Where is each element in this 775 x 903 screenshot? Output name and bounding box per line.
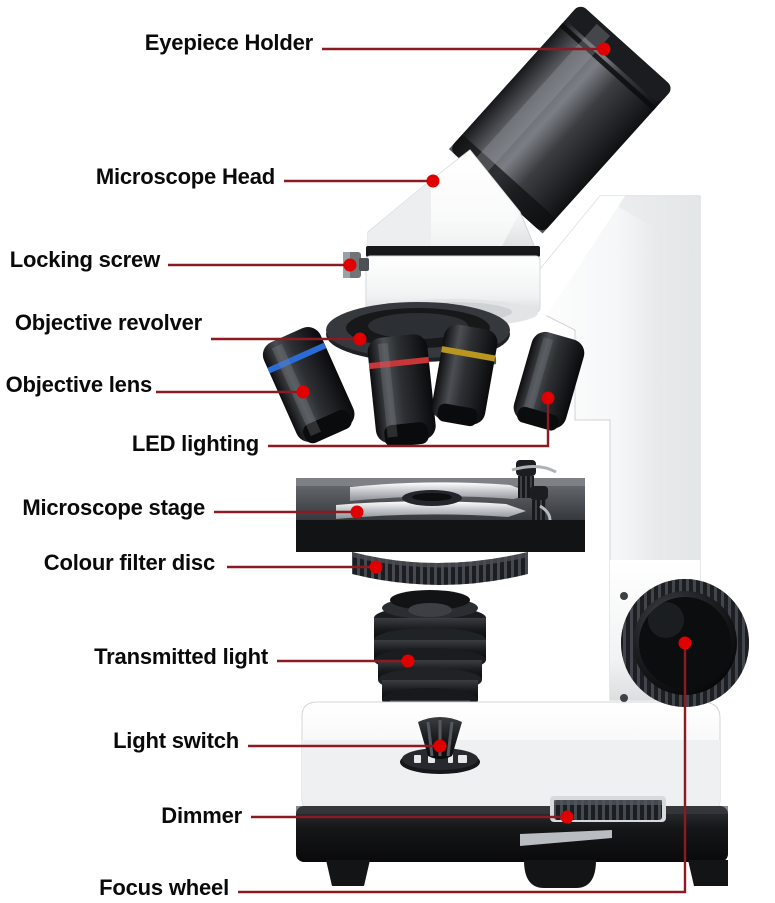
label-eyepiece-holder: Eyepiece Holder (144, 30, 313, 55)
stage-adjust-screws[interactable] (511, 460, 557, 521)
leader-lines-group (156, 42, 692, 894)
dimmer-wheel[interactable] (550, 796, 666, 822)
marker-dot-microscope-stage (350, 505, 364, 519)
objective-lens-blue[interactable] (258, 323, 359, 449)
marker-dot-eyepiece-holder (597, 42, 611, 56)
marker-dot-objective-revolver (353, 332, 367, 346)
led-lighting-lamp (513, 331, 585, 431)
marker-dot-microscope-head (426, 174, 440, 188)
objective-lens-red[interactable] (366, 333, 437, 449)
label-microscope-stage: Microscope stage (22, 495, 205, 520)
marker-dot-locking-screw (343, 258, 357, 272)
label-locking-screw: Locking screw (9, 247, 160, 272)
stage-specimen-clips[interactable] (336, 482, 532, 519)
objective-lens-yellow[interactable] (429, 323, 499, 429)
marker-dot-light-switch (433, 739, 447, 753)
label-transmitted-light: Transmitted light (94, 644, 268, 669)
marker-dot-objective-lens (296, 385, 310, 399)
leader-line-focus-wheel (238, 643, 687, 894)
label-light-switch: Light switch (113, 728, 239, 753)
marker-dot-dimmer (560, 810, 574, 824)
leader-line-led-lighting (268, 398, 550, 448)
marker-dot-focus-wheel (678, 636, 692, 650)
label-focus-wheel: Focus wheel (99, 875, 229, 900)
marker-dot-transmitted-light (401, 654, 415, 668)
base-feet (326, 860, 728, 888)
microscope-stage-plate (296, 460, 585, 585)
label-microscope-head: Microscope Head (95, 164, 275, 189)
microscope-base (296, 701, 728, 888)
marker-dot-led-lighting (541, 391, 555, 405)
label-objective-lens: Objective lens (5, 372, 153, 397)
marker-dot-colour-filter-disc (369, 560, 383, 574)
label-colour-filter-disc: Colour filter disc (43, 550, 215, 575)
label-led-lighting: LED lighting (131, 431, 259, 456)
label-dimmer: Dimmer (161, 803, 242, 828)
label-objective-revolver: Objective revolver (14, 310, 202, 335)
colour-filter-disc-wheel[interactable] (352, 552, 528, 585)
